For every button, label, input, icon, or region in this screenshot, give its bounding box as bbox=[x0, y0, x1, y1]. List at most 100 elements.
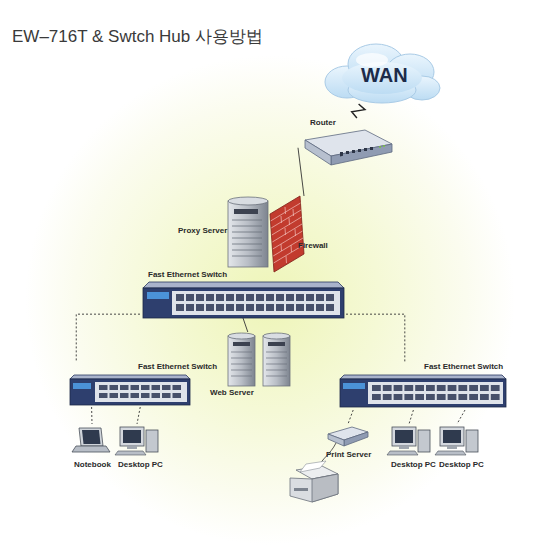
cloud-label: WAN bbox=[361, 64, 408, 86]
switch-port bbox=[383, 385, 392, 391]
switch-port bbox=[226, 294, 234, 301]
switch-port bbox=[469, 385, 478, 391]
switch-port bbox=[246, 304, 254, 311]
desktop-computer bbox=[435, 427, 478, 455]
switch-port bbox=[196, 294, 204, 301]
switch-port bbox=[491, 394, 500, 400]
switch-port bbox=[236, 304, 244, 311]
network-node: Router bbox=[298, 118, 393, 166]
device-label: Desktop PC bbox=[439, 460, 484, 470]
switch-port bbox=[276, 304, 284, 311]
switch-port bbox=[306, 304, 314, 311]
switch-port bbox=[236, 294, 244, 301]
switch-port bbox=[141, 393, 150, 398]
switch-port bbox=[404, 394, 413, 400]
dashed-link bbox=[348, 410, 353, 424]
switch-port bbox=[206, 304, 214, 311]
print-server-box bbox=[328, 427, 368, 446]
device-label: Fast Ethernet Switch bbox=[148, 270, 227, 280]
network-node: Desktop PC bbox=[433, 424, 481, 470]
device-label: Notebook bbox=[74, 460, 111, 470]
device-label: Print Server bbox=[326, 450, 371, 460]
switch-port bbox=[206, 294, 214, 301]
switch-port bbox=[296, 304, 304, 311]
switch-port bbox=[196, 304, 204, 311]
switch-port bbox=[306, 294, 314, 301]
web-server-towers bbox=[228, 333, 290, 386]
switch-port bbox=[326, 294, 334, 301]
switch-port bbox=[141, 385, 150, 390]
diagram-title: EW–716T & Swtch Hub 사용방법 bbox=[12, 27, 263, 47]
switch-port bbox=[256, 304, 264, 311]
wan-cloud bbox=[325, 44, 440, 103]
switch-port bbox=[99, 385, 108, 390]
network-link bbox=[243, 318, 248, 332]
switch-port bbox=[372, 394, 381, 400]
dashed-link bbox=[91, 407, 92, 424]
switch-port bbox=[246, 294, 254, 301]
switch-port bbox=[110, 385, 119, 390]
switch-port bbox=[99, 393, 108, 398]
switch-port bbox=[372, 385, 381, 391]
network-node: Desktop PC bbox=[112, 424, 162, 470]
network-node: Fast Ethernet Switch bbox=[140, 270, 346, 318]
switch-port bbox=[448, 385, 457, 391]
dashed-link bbox=[137, 407, 140, 424]
glow-circle bbox=[25, 55, 515, 545]
switch-port bbox=[216, 294, 224, 301]
switch-port bbox=[394, 385, 403, 391]
device-label: Desktop PC bbox=[118, 460, 163, 470]
network-node: Print Server bbox=[322, 424, 374, 460]
network-node: Notebook bbox=[70, 424, 114, 470]
switch-port bbox=[162, 393, 171, 398]
network-node: Proxy Server bbox=[178, 196, 270, 268]
network-node: WAN bbox=[325, 48, 437, 104]
left-switch-device bbox=[70, 375, 190, 405]
switch-port bbox=[276, 294, 284, 301]
network-node: Fast Ethernet Switch bbox=[66, 362, 194, 407]
switch-port bbox=[216, 304, 224, 311]
switch-port bbox=[316, 294, 324, 301]
notebook-computer bbox=[72, 428, 110, 452]
network-node: Firewall bbox=[268, 196, 328, 272]
switch-port bbox=[226, 304, 234, 311]
device-label: Firewall bbox=[298, 241, 328, 251]
switch-port bbox=[458, 385, 467, 391]
switch-port bbox=[286, 294, 294, 301]
device-label: Desktop PC bbox=[391, 460, 436, 470]
device-label: Web Server bbox=[210, 388, 254, 398]
switch-port bbox=[437, 385, 446, 391]
switch-port bbox=[415, 394, 424, 400]
switch-port bbox=[415, 385, 424, 391]
proxy-server-tower bbox=[228, 197, 268, 267]
dashed-link bbox=[457, 410, 465, 424]
switch-port bbox=[404, 385, 413, 391]
main-switch-device bbox=[143, 282, 344, 318]
device-label: Fast Ethernet Switch bbox=[424, 362, 503, 372]
router-device bbox=[305, 130, 392, 165]
switch-port bbox=[162, 385, 171, 390]
switch-port bbox=[266, 304, 274, 311]
network-node: Desktop PC bbox=[385, 424, 433, 470]
switch-port bbox=[131, 393, 140, 398]
switch-port bbox=[426, 385, 435, 391]
switch-port bbox=[152, 393, 161, 398]
switch-port bbox=[173, 393, 182, 398]
switch-port bbox=[326, 304, 334, 311]
switch-port bbox=[469, 394, 478, 400]
printer-device bbox=[290, 461, 338, 502]
switch-port bbox=[286, 304, 294, 311]
switch-port bbox=[316, 304, 324, 311]
switch-port bbox=[480, 385, 489, 391]
firewall-wall bbox=[270, 196, 304, 272]
switch-port bbox=[383, 394, 392, 400]
dashed-link bbox=[346, 314, 405, 362]
switch-port bbox=[110, 393, 119, 398]
device-label: Fast Ethernet Switch bbox=[138, 362, 217, 372]
switch-port bbox=[256, 294, 264, 301]
network-node: Web Server bbox=[210, 332, 294, 398]
switch-port bbox=[480, 394, 489, 400]
switch-port bbox=[448, 394, 457, 400]
